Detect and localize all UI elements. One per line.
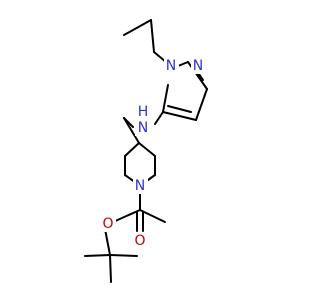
bond: [84, 254, 111, 257]
bond: [123, 19, 152, 36]
bond: [112, 209, 141, 223]
carbonyl-o-label: O: [134, 233, 145, 249]
pyrazole-n2: N: [191, 58, 206, 74]
bond: [109, 254, 138, 257]
ester-o-label: O: [102, 216, 113, 232]
amine-nh: N H: [135, 104, 150, 136]
bond: [177, 61, 189, 67]
bond: [138, 142, 156, 157]
pyrazole-n1: N: [164, 58, 179, 74]
bond: [123, 117, 140, 144]
bond: [109, 254, 112, 283]
bond: [167, 105, 192, 113]
atom-labels: N N N H N O O: [101, 58, 206, 249]
nh-h-label: H: [138, 104, 149, 120]
carbonyl-oxygen: O: [133, 233, 148, 249]
bond: [162, 111, 197, 121]
bond: [150, 19, 155, 53]
n1-label: N: [166, 58, 176, 74]
piperidine-n-label: N: [135, 178, 145, 194]
n2-label: N: [193, 58, 203, 74]
piperidine-n: N: [133, 178, 148, 194]
bond: [139, 209, 166, 223]
nh-n-label: N: [138, 120, 148, 136]
bond: [195, 88, 208, 121]
bond: [104, 228, 111, 256]
ester-oxygen: O: [101, 216, 116, 232]
molecule-structure: N N N H N O O: [84, 19, 208, 283]
bond: [124, 142, 140, 157]
bond: [162, 84, 169, 113]
bond: [154, 111, 164, 125]
